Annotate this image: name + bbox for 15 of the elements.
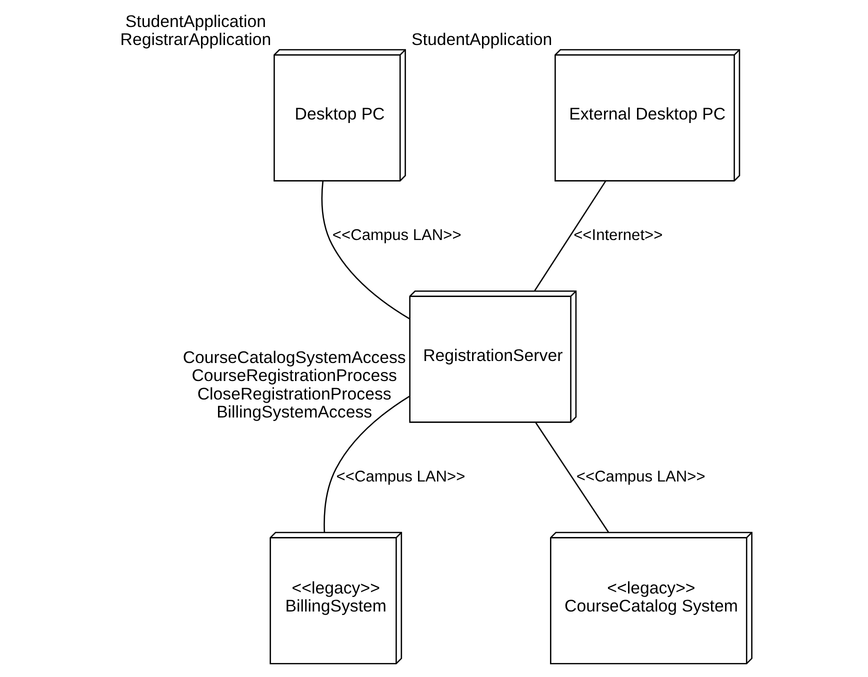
connector	[533, 180, 606, 292]
node-label: CourseCatalogSystemAccess	[182, 348, 406, 368]
node-label: StudentApplication	[411, 30, 552, 50]
node-label: CloseRegistrationProcess	[196, 384, 391, 404]
node-label: CourseRegistrationProcess	[191, 366, 396, 386]
connector	[534, 422, 609, 533]
node-label: StudentApplication	[124, 12, 266, 31]
connector	[323, 396, 410, 532]
edge-label: <<Internet>>	[573, 227, 662, 244]
edge-label: <<Campus LAN>>	[576, 468, 705, 486]
connector	[320, 180, 410, 320]
node-label: RegistrarApplication	[120, 30, 271, 50]
edge-label: <<Campus LAN>>	[332, 227, 461, 244]
edge-label: <<Campus LAN>>	[336, 468, 465, 486]
node-label: BillingSystemAccess	[216, 402, 372, 422]
